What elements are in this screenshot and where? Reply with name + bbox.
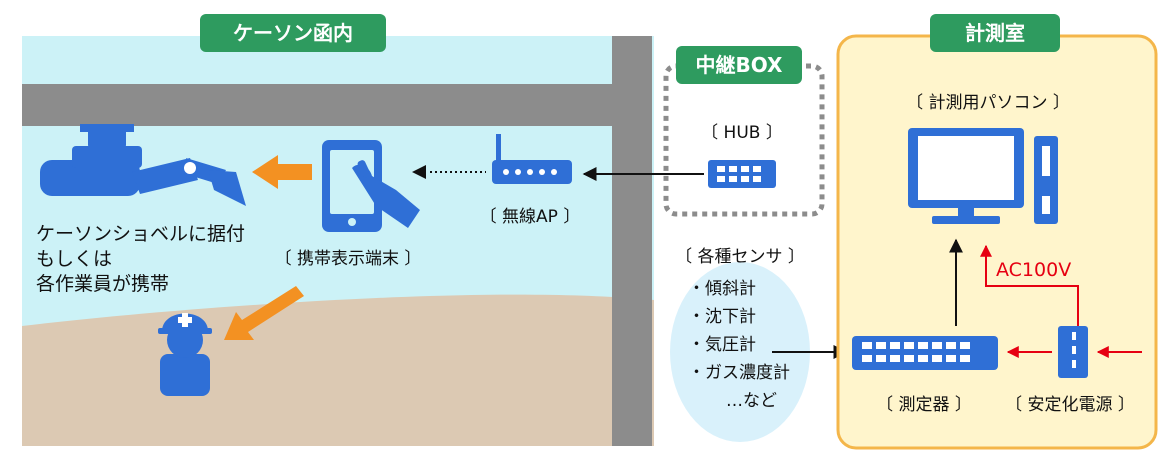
power-supply-label: 〔 安定化電源 〕 (1005, 395, 1135, 415)
pc-tower-icon (1034, 136, 1058, 224)
relay-title-badge (676, 46, 802, 84)
ac100v-label: AC100V (996, 259, 1071, 281)
carrier-note-line1: ケーソンショベルに据付 (36, 223, 245, 245)
relay-title: 中継BOX (696, 53, 784, 77)
measuring-instrument-icon (852, 336, 998, 370)
carrier-note: ケーソンショベルに据付 もしくは 各作業員が携帯 (36, 223, 245, 295)
sensor-item-barometer: ・気圧計 (688, 335, 756, 355)
power-line-to-pc (980, 244, 1079, 326)
carrier-note-line3: 各作業員が携帯 (36, 273, 169, 295)
caisson-area: ケーソン函内 〔 携帯表示端末 〕 (22, 14, 654, 446)
caisson-side-wall (612, 36, 652, 446)
wireless-ap-label: 〔 無線AP 〕 (480, 207, 581, 227)
power-supply-icon (1058, 326, 1088, 378)
sensors-title: 〔 各種センサ 〕 (675, 247, 805, 267)
sensor-item-settlement: ・沈下計 (688, 307, 756, 327)
hub-icon (708, 160, 776, 188)
caisson-ceiling-slab (22, 84, 652, 126)
sensor-item-tilt: ・傾斜計 (688, 279, 756, 299)
signal-arrow-to-shovel (252, 155, 312, 189)
measuring-pc-label: 〔 計測用パソコン 〕 (906, 93, 1070, 113)
sensor-bubble-shape (670, 262, 810, 442)
worker-icon (158, 313, 212, 396)
pc-monitor-icon (908, 128, 1024, 224)
caisson-title-badge: ケーソン函内 (200, 14, 386, 52)
caisson-ground (22, 294, 654, 446)
sensor-item-etc: …など (726, 391, 777, 411)
measurement-room-area: 計測室 〔 計測用パソコン 〕 AC100V (836, 14, 1158, 450)
relay-box-border (663, 63, 825, 217)
wireless-ap-icon (492, 134, 572, 184)
sensor-item-gas: ・ガス濃度計 (688, 363, 790, 383)
carrier-note-line2: もしくは (36, 248, 112, 270)
relay-box-area: 中継BOX 〔 HUB 〕 (663, 46, 825, 217)
sensor-bubble: 〔 各種センサ 〕 ・傾斜計 ・沈下計 ・気圧計 ・ガス濃度計 …など (670, 247, 810, 442)
wireless-link-arrowhead (412, 165, 426, 179)
room-title-badge (930, 14, 1060, 52)
caisson-title: ケーソン函内 (233, 21, 353, 45)
excavator-icon (40, 124, 246, 206)
hub-label: 〔 HUB 〕 (701, 123, 783, 143)
room-title: 計測室 (965, 21, 1025, 45)
tablet-icon (322, 140, 420, 232)
signal-arrow-to-worker (224, 286, 304, 340)
handheld-terminal-label: 〔 携帯表示端末 〕 (275, 249, 422, 269)
measuring-instrument-label: 〔 測定器 〕 (876, 395, 972, 415)
